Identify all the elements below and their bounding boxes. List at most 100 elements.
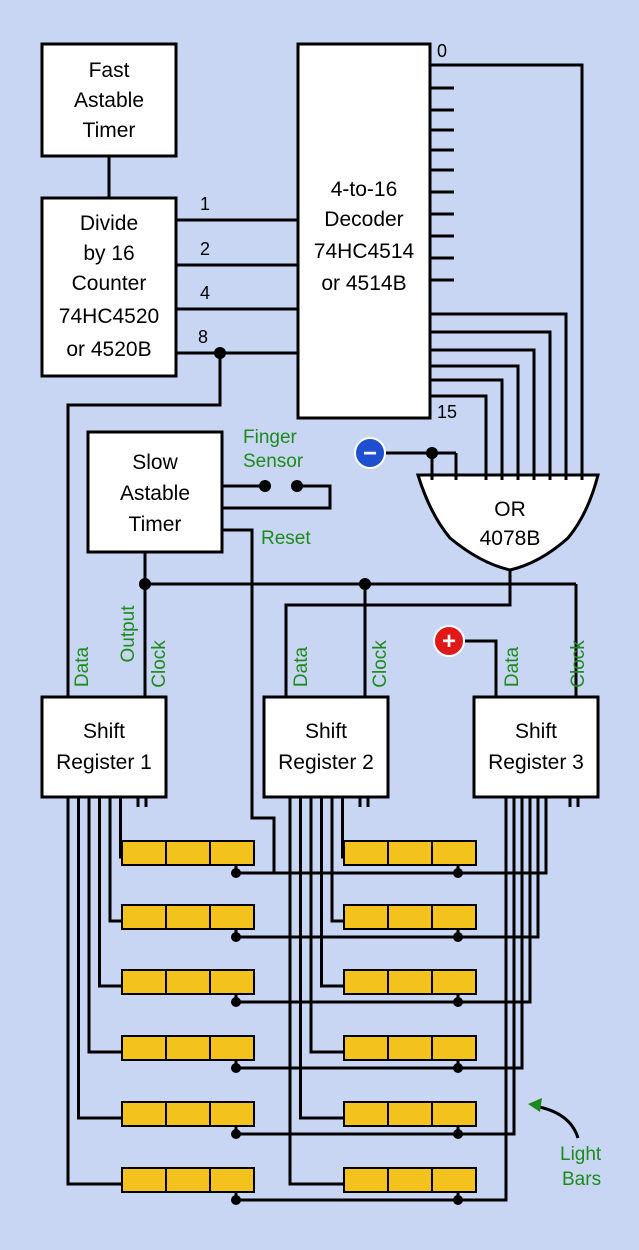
light-bar-1-2-segment-1	[121, 904, 167, 930]
register-2-output-5-wire	[299, 797, 344, 1120]
light-bar-2-6-segment-1	[343, 1167, 389, 1193]
decoder-output-a-wire	[430, 312, 568, 480]
register-3-output-4-wire	[236, 797, 524, 1070]
light-bar-1-4-segment-2	[165, 1035, 211, 1061]
light-bars-arrowhead	[528, 1098, 542, 1112]
decoder-output-0-label: 0	[437, 41, 447, 61]
or-gate	[415, 473, 600, 572]
data-label-register-3: Data	[502, 647, 523, 688]
light-bar-2-2-segment-3	[431, 904, 477, 930]
shift-register-1-block	[40, 695, 168, 799]
decoder-output-d-wire	[430, 364, 520, 480]
register-1-output-4-wire	[87, 797, 122, 1054]
slow-timer-block	[86, 430, 224, 554]
decoder-label-2: Decoder	[324, 208, 403, 231]
shift-register-2-block	[262, 695, 390, 799]
register-2-output-3-wire	[320, 797, 344, 988]
counter-label-5: or 4520B	[66, 338, 151, 361]
light-bar-2-1-segment-3	[431, 840, 477, 866]
register-3-output-3-wire	[236, 797, 532, 1004]
output-label: Output	[118, 605, 139, 663]
light-bar-1-3-segment-3	[209, 969, 255, 995]
light-bar-2-6-segment-2	[387, 1167, 433, 1193]
register-2-output-2-wire	[330, 797, 344, 923]
light-bar-1-6-segment-3	[209, 1167, 255, 1193]
decoder-output-0-wire	[430, 63, 584, 480]
slow-timer-label-3: Timer	[129, 513, 182, 536]
register-2-output-4-wire	[309, 797, 344, 1054]
shift-register-3-label-1: Shift	[515, 720, 557, 743]
light-bar-1-6-segment-2	[165, 1167, 211, 1193]
decoder-label-1: 4-to-16	[331, 178, 398, 201]
light-bar-1-3-segment-2	[165, 969, 211, 995]
data-label-register-2: Data	[291, 647, 312, 688]
light-bar-2-3-segment-1	[343, 969, 389, 995]
fast-timer-label-1: Fast	[89, 59, 130, 82]
counter-label-4: 74HC4520	[59, 305, 159, 328]
light-bar-2-3-segment-3	[431, 969, 477, 995]
shift-register-3-label-2: Register 3	[488, 751, 584, 774]
light-bar-2-3-segment-2	[387, 969, 433, 995]
counter-label-1: Divide	[80, 212, 138, 235]
light-bar-1-2-segment-2	[165, 904, 211, 930]
light-bar-1-6-segment-1	[121, 1167, 167, 1193]
clock-label-register-2: Clock	[370, 640, 391, 688]
slow-timer-label-1: Slow	[132, 451, 178, 474]
light-bar-2-5-segment-1	[343, 1101, 389, 1127]
fast-timer-label-2: Astable	[74, 89, 144, 112]
shift-register-2-label-2: Register 2	[278, 751, 374, 774]
shift-register-3-block	[472, 695, 600, 799]
shift-register-1-label-1: Shift	[83, 720, 125, 743]
light-bar-2-1-segment-2	[387, 840, 433, 866]
shift-register-1-label-2: Register 1	[56, 751, 152, 774]
register-2-output-6-wire	[288, 797, 344, 1186]
light-bar-1-5-segment-2	[165, 1101, 211, 1127]
light-bar-2-2-segment-1	[343, 904, 389, 930]
light-bars-label-2: Bars	[562, 1169, 601, 1190]
reset-line	[222, 528, 276, 874]
light-bar-2-4-segment-1	[343, 1035, 389, 1061]
data-line-to-register-1	[66, 353, 222, 697]
light-bar-1-2-segment-3	[209, 904, 255, 930]
register-3-output-6-wire	[236, 797, 508, 1202]
clock-label-register-3: Clock	[568, 640, 589, 688]
pin-label-8: 8	[198, 327, 208, 347]
plus-symbol: +	[442, 628, 456, 655]
light-bar-1-1-segment-3	[209, 840, 255, 866]
plus-to-register-3-data-wire	[463, 639, 498, 697]
or-output-to-register-2-data	[284, 570, 512, 697]
light-bar-1-1-segment-1	[121, 840, 167, 866]
pin-label-4: 4	[200, 283, 210, 303]
register-3-output-1-wire	[236, 797, 548, 875]
light-bar-2-4-segment-2	[387, 1035, 433, 1061]
fast-timer-label-3: Timer	[83, 119, 136, 142]
decoder-output-e-wire	[430, 378, 504, 480]
light-bar-2-1-segment-1	[343, 840, 389, 866]
slow-timer-label-2: Astable	[120, 482, 190, 505]
light-bar-1-1-segment-2	[165, 840, 211, 866]
counter-block	[40, 196, 178, 378]
light-bars-arrow	[533, 1104, 580, 1139]
decoder-block	[296, 42, 432, 420]
counter-label-3: Counter	[72, 272, 147, 295]
shift-register-2-label-1: Shift	[305, 720, 347, 743]
light-bar-1-3-segment-1	[121, 969, 167, 995]
counter-label-2: by 16	[83, 242, 134, 265]
register-3-output-5-wire	[236, 797, 516, 1136]
register-1-output-5-wire	[77, 797, 122, 1120]
or-gate-label-1: OR	[494, 498, 526, 521]
fast-timer-block	[40, 42, 178, 158]
light-bar-2-5-segment-3	[431, 1101, 477, 1127]
light-bar-2-4-segment-3	[431, 1035, 477, 1061]
decoder-label-4: or 4514B	[321, 272, 406, 295]
decoder-output-b-wire	[430, 330, 552, 480]
decoder-output-c-wire	[430, 348, 536, 480]
clock-label-register-1: Clock	[149, 640, 170, 688]
plus-terminal	[433, 625, 465, 657]
or-gate-label-2: 4078B	[480, 527, 541, 550]
light-bar-wiring	[66, 797, 580, 1205]
pin-label-2: 2	[200, 239, 210, 259]
light-bar-1-4-segment-3	[209, 1035, 255, 1061]
